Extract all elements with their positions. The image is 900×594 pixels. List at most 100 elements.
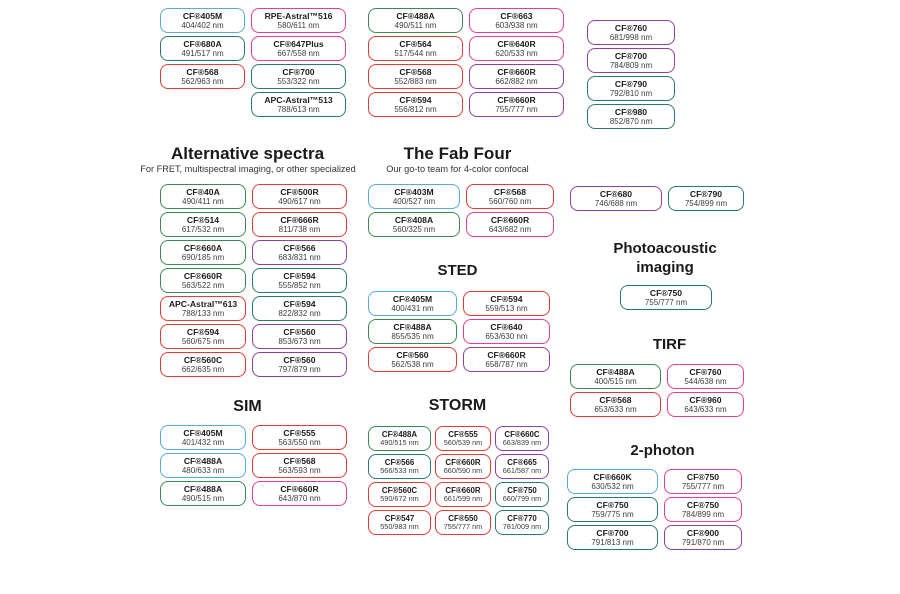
section-title-sim: SIM (233, 398, 262, 415)
dye-name: CF®594 (283, 270, 316, 281)
dye-name: CF®700 (596, 527, 629, 538)
dye-badge: CF®790 792/810 nm (587, 76, 675, 101)
dye-badge: CF®550 755/777 nm (435, 510, 491, 535)
section-title-sted: STED (437, 262, 478, 279)
dye-badge: CF®488A 490/515 nm (368, 426, 431, 451)
dye-badge: CF®405M 401/432 nm (160, 425, 246, 450)
dye-name: CF®594 (490, 293, 523, 304)
dye-name: CF®568 (283, 455, 316, 466)
dye-badge: CF®660R 658/787 nm (463, 347, 550, 372)
dye-excitation-emission: 400/515 nm (594, 376, 637, 386)
dye-name: CF®560 (283, 326, 316, 337)
dye-name: CF®660R (490, 214, 530, 225)
dye-excitation-emission: 662/882 nm (495, 76, 538, 86)
dye-badge: CF®408A 560/325 nm (368, 212, 460, 237)
section-title-photoacoustic: Photoacoustic imaging (613, 240, 717, 276)
dye-excitation-emission: 690/185 nm (181, 252, 225, 262)
dye-badge: APC-Astral™513 788/613 nm (251, 92, 346, 117)
dye-name: CF®488A (393, 321, 432, 332)
dye-excitation-emission: 550/983 nm (380, 521, 419, 531)
dye-badge: CF®594 822/832 nm (252, 296, 347, 321)
dye-name: CF®750 (686, 471, 720, 482)
dye-excitation-emission: 400/527 nm (392, 196, 436, 206)
dye-name: CF®568 (599, 394, 632, 405)
dye-badge: CF®660R 643/870 nm (252, 481, 347, 506)
dye-name: CF®660R (280, 483, 319, 494)
group-photoacoustic: CF®750 755/777 nm (620, 285, 712, 310)
group-top-right: CF®760 681/998 nm CF®700 784/809 nm CF®7… (587, 20, 675, 129)
dye-name: CF®660A (183, 242, 223, 253)
group-highlight-pair: CF®680 746/688 nm CF®790 754/899 nm (570, 186, 744, 211)
dye-excitation-emission: 662/635 nm (181, 364, 225, 374)
dye-excitation-emission: 563/522 nm (181, 280, 225, 290)
dye-badge: CF®760 681/998 nm (587, 20, 675, 45)
dye-name: CF®960 (689, 394, 722, 405)
group-tirf: CF®488A 400/515 nm CF®568 653/633 nm CF®… (570, 364, 744, 417)
group-top-middle: CF®488A 490/511 nm CF®564 517/544 nm CF®… (368, 8, 564, 117)
dye-excitation-emission: 681/998 nm (609, 32, 653, 42)
dye-excitation-emission: 755/777 nm (644, 297, 688, 307)
dye-name: CF®680 (599, 188, 633, 199)
dye-badge: CF®750 784/899 nm (664, 497, 742, 522)
dye-excitation-emission: 490/511 nm (394, 20, 437, 30)
dye-excitation-emission: 490/411 nm (182, 196, 224, 206)
section-title-alternative-spectra: Alternative spectra (170, 144, 325, 163)
dye-name: CF®555 (283, 427, 316, 438)
dye-badge: CF®790 754/899 nm (668, 186, 744, 211)
dye-excitation-emission: 788/613 nm (277, 104, 320, 114)
badge-column: CF®403M 400/527 nm CF®408A 560/325 nm (368, 184, 460, 237)
dye-badge: CF®900 791/870 nm (664, 525, 742, 550)
dye-name: CF®403M (394, 186, 434, 197)
dye-excitation-emission: 754/899 nm (684, 198, 728, 208)
dye-name: CF®560C (381, 485, 418, 495)
dye-badge: CF®564 517/544 nm (368, 36, 463, 61)
dye-excitation-emission: 653/633 nm (594, 404, 637, 414)
dye-name: RPE-Astral™516 (264, 10, 333, 21)
dye-excitation-emission: 560/325 nm (392, 224, 436, 234)
dye-excitation-emission: 603/938 nm (495, 20, 538, 30)
dye-excitation-emission: 661/587 nm (502, 465, 542, 475)
dye-excitation-emission: 562/538 nm (391, 359, 434, 369)
dye-name: CF®405M (183, 427, 223, 438)
dye-excitation-emission: 630/532 nm (591, 481, 634, 491)
dye-name: APC-Astral™513 (264, 94, 333, 105)
dye-badge: CF®660R 660/590 nm (435, 454, 491, 479)
dye-badge: CF®660R 661/599 nm (435, 482, 491, 507)
dye-badge: CF®660R 563/522 nm (160, 268, 246, 293)
dye-badge: CF®568 560/760 nm (466, 184, 554, 209)
dye-name: CF®566 (384, 457, 415, 467)
dye-excitation-emission: 560/675 nm (181, 336, 225, 346)
dye-badge: CF®488A 490/515 nm (160, 481, 246, 506)
badge-column: CF®750 755/777 nm CF®750 784/899 nm CF®9… (664, 469, 742, 550)
dye-excitation-emission: 811/738 nm (278, 224, 321, 234)
dye-badge: CF®488A 480/633 nm (160, 453, 246, 478)
dye-excitation-emission: 553/322 nm (277, 76, 320, 86)
dye-name: CF®488A (596, 366, 635, 377)
section-subtitle-fab-four: Our go-to team for 4-color confocal (386, 164, 529, 174)
dye-excitation-emission: 517/544 nm (394, 48, 437, 58)
dye-excitation-emission: 643/633 nm (684, 404, 727, 414)
dye-excitation-emission: 853/673 nm (278, 336, 321, 346)
dye-badge: CF®665 661/587 nm (495, 454, 549, 479)
dye-excitation-emission: 560/760 nm (488, 196, 532, 206)
badge-column: CF®594 559/513 nm CF®640 653/630 nm CF®6… (463, 291, 550, 372)
dye-excitation-emission: 643/682 nm (488, 224, 532, 234)
dye-name: CF®660R (183, 270, 223, 281)
dye-name: CF®647Plus (273, 38, 324, 49)
dye-badge: APC-Astral™613 788/133 nm (160, 296, 246, 321)
dye-name: CF®663 (500, 10, 533, 21)
dye-badge: CF®750 755/777 nm (620, 285, 712, 310)
dye-badge: CF®700 784/809 nm (587, 48, 675, 73)
dye-excitation-emission: 617/532 nm (181, 224, 225, 234)
dye-name: CF®640 (490, 321, 523, 332)
dye-name: CF®660R (487, 349, 526, 360)
dye-excitation-emission: 490/617 nm (278, 196, 321, 206)
dye-name: CF®750 (596, 499, 629, 510)
dye-name: CF®568 (186, 66, 219, 77)
dye-name: CF®750 (649, 287, 683, 298)
dye-name: CF®405M (392, 293, 433, 304)
dye-name: CF®700 (614, 50, 648, 61)
dye-badge: CF®405M 400/431 nm (368, 291, 457, 316)
dye-excitation-emission: 855/535 nm (391, 331, 434, 341)
dye-badge: CF®40A 490/411 nm (160, 184, 246, 209)
